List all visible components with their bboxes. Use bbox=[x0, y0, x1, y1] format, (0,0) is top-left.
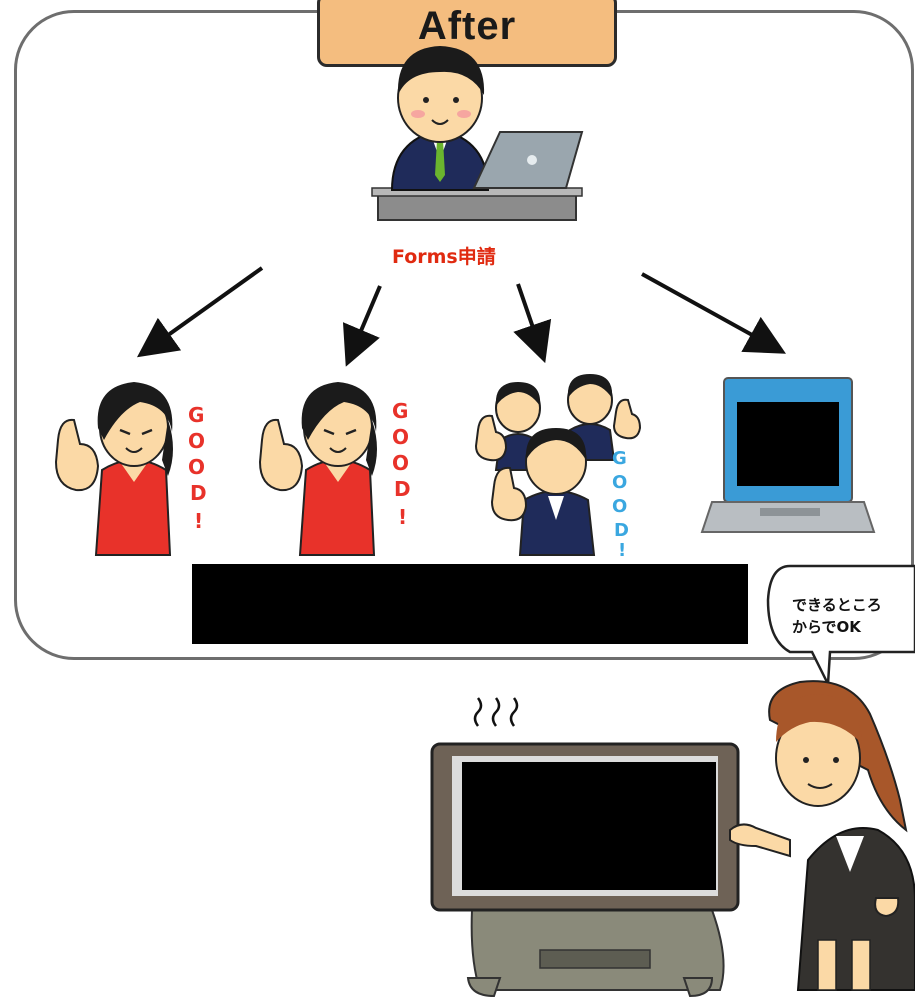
distribution-arrows bbox=[136, 266, 786, 367]
svg-text:!: ! bbox=[194, 509, 203, 533]
laptop-icon bbox=[700, 377, 876, 533]
svg-text:G: G bbox=[612, 448, 627, 469]
svg-text:D: D bbox=[614, 520, 629, 541]
monitor-character bbox=[430, 697, 740, 998]
svg-text:O: O bbox=[392, 451, 409, 475]
redacted-caption bbox=[192, 564, 748, 644]
svg-text:D: D bbox=[190, 481, 207, 505]
arrow-to-employee-1 bbox=[136, 266, 264, 358]
presenter-illustration bbox=[371, 46, 584, 221]
svg-text:O: O bbox=[188, 455, 205, 479]
forms-request-label: Forms申請 bbox=[392, 246, 496, 268]
team-thumbs-up: G O O D ! bbox=[474, 374, 642, 561]
bubble-line-2: からでOK bbox=[792, 618, 861, 636]
arrow-to-laptop bbox=[641, 272, 786, 354]
svg-text:!: ! bbox=[618, 540, 626, 561]
svg-text:!: ! bbox=[398, 505, 407, 529]
employee-thumbs-up-1: G O O D ! bbox=[54, 382, 207, 556]
bubble-line-1: できるところ bbox=[792, 596, 882, 614]
after-title: After bbox=[417, 4, 517, 48]
arrow-to-employee-2 bbox=[342, 285, 382, 367]
speech-bubble bbox=[766, 564, 915, 689]
svg-text:G: G bbox=[392, 399, 408, 423]
svg-text:O: O bbox=[392, 425, 409, 449]
speech-bubble-text: できるところ からでOK bbox=[792, 594, 915, 638]
svg-text:O: O bbox=[188, 429, 205, 453]
svg-text:D: D bbox=[394, 477, 411, 501]
svg-text:O: O bbox=[612, 496, 627, 517]
employee-thumbs-up-2: G O O D ! bbox=[258, 382, 411, 556]
woman-in-suit bbox=[729, 680, 915, 991]
svg-text:G: G bbox=[188, 403, 204, 427]
svg-text:O: O bbox=[612, 472, 627, 493]
arrow-to-team bbox=[513, 283, 552, 364]
